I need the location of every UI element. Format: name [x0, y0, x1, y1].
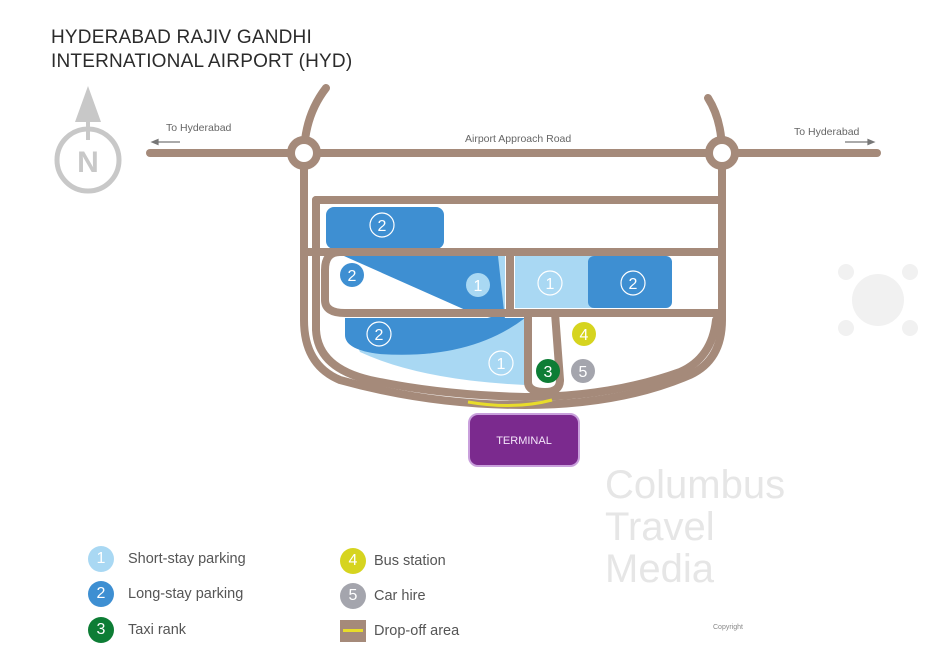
long-stay-area	[326, 207, 444, 249]
marker-label: 5	[579, 364, 588, 381]
watermark-text: Travel	[605, 505, 715, 549]
marker-long-stay: 2	[366, 321, 392, 347]
watermark-text: Media	[605, 547, 715, 591]
terminal: TERMINAL	[468, 413, 580, 467]
marker-short-stay: 1	[488, 350, 514, 376]
legend-item-long-stay: 2 Long-stay parking	[88, 581, 243, 607]
marker-label: 3	[544, 364, 553, 381]
marker-car-hire: 5	[571, 359, 595, 383]
legend-label: Long-stay parking	[128, 586, 244, 602]
legend-item-bus-station: 4 Bus station	[340, 548, 446, 574]
road-label-left: To Hyderabad	[166, 122, 232, 134]
legend-item-short-stay: 1 Short-stay parking	[88, 546, 246, 572]
long-stay-area	[344, 256, 505, 322]
arrow-right-icon	[867, 138, 876, 146]
long-stay-area	[345, 318, 525, 355]
marker-label: 2	[348, 268, 357, 285]
roundabouts	[287, 136, 739, 170]
legend-dot: 4	[340, 548, 366, 574]
legend-item-taxi-rank: 3 Taxi rank	[88, 617, 186, 643]
taxi-loop-road	[524, 309, 564, 396]
copyright-text: Copyright	[713, 624, 743, 631]
roundabout-left	[287, 136, 321, 170]
marker-label: 4	[580, 327, 589, 344]
drop-off-area	[467, 398, 553, 408]
road-label-right: To Hyderabad	[794, 126, 860, 138]
marker-long-stay: 2	[369, 212, 395, 238]
legend-item-drop-off: Drop-off area	[340, 618, 459, 644]
title-line-1: HYDERABAD RAJIV GANDHI	[51, 27, 312, 48]
marker-long-stay: 2	[620, 270, 646, 296]
direction-arrows	[150, 138, 876, 146]
legend-item-car-hire: 5 Car hire	[340, 583, 426, 609]
marker-long-stay: 2	[340, 263, 364, 287]
drop-off-swatch-icon	[340, 620, 366, 642]
long-stay-area	[588, 256, 672, 308]
north-arrow-icon: N	[54, 86, 122, 194]
arrow-left-icon	[150, 138, 159, 146]
terminal-label: TERMINAL	[496, 435, 552, 447]
legend-label: Taxi rank	[128, 622, 187, 638]
legend-label: Drop-off area	[374, 623, 460, 639]
legend-dot: 1	[88, 546, 114, 572]
legend-label: Short-stay parking	[128, 551, 246, 567]
roundabout-right	[705, 136, 739, 170]
marker-short-stay: 1	[466, 273, 490, 297]
compass-letter: N	[77, 146, 99, 179]
road-row-3	[321, 248, 726, 317]
road-label-main: Airport Approach Road	[465, 133, 571, 145]
legend-dot: 5	[340, 583, 366, 609]
legend-dot: 3	[88, 617, 114, 643]
title-line-2: INTERNATIONAL AIRPORT (HYD)	[51, 51, 353, 72]
legend-dot: 2	[88, 581, 114, 607]
watermark-text: Columbus	[605, 463, 785, 507]
marker-taxi-rank: 3	[536, 359, 560, 383]
marker-label: 1	[546, 276, 555, 293]
marker-short-stay: 1	[537, 270, 563, 296]
legend-label: Bus station	[374, 553, 446, 569]
legend-label: Car hire	[374, 588, 426, 604]
page-title: HYDERABAD RAJIV GANDHI INTERNATIONAL AIR…	[51, 26, 352, 74]
marker-label: 1	[497, 356, 506, 373]
marker-label: 2	[629, 276, 638, 293]
watermark-logo-dots	[838, 264, 918, 336]
short-stay-area	[498, 256, 505, 320]
inner-loop-road	[312, 196, 720, 401]
marker-label: 1	[474, 278, 483, 295]
marker-label: 2	[375, 327, 384, 344]
marker-label: 2	[378, 218, 387, 235]
parking-areas	[326, 207, 672, 385]
short-stay-area	[515, 256, 593, 308]
marker-bus-station: 4	[572, 322, 596, 346]
